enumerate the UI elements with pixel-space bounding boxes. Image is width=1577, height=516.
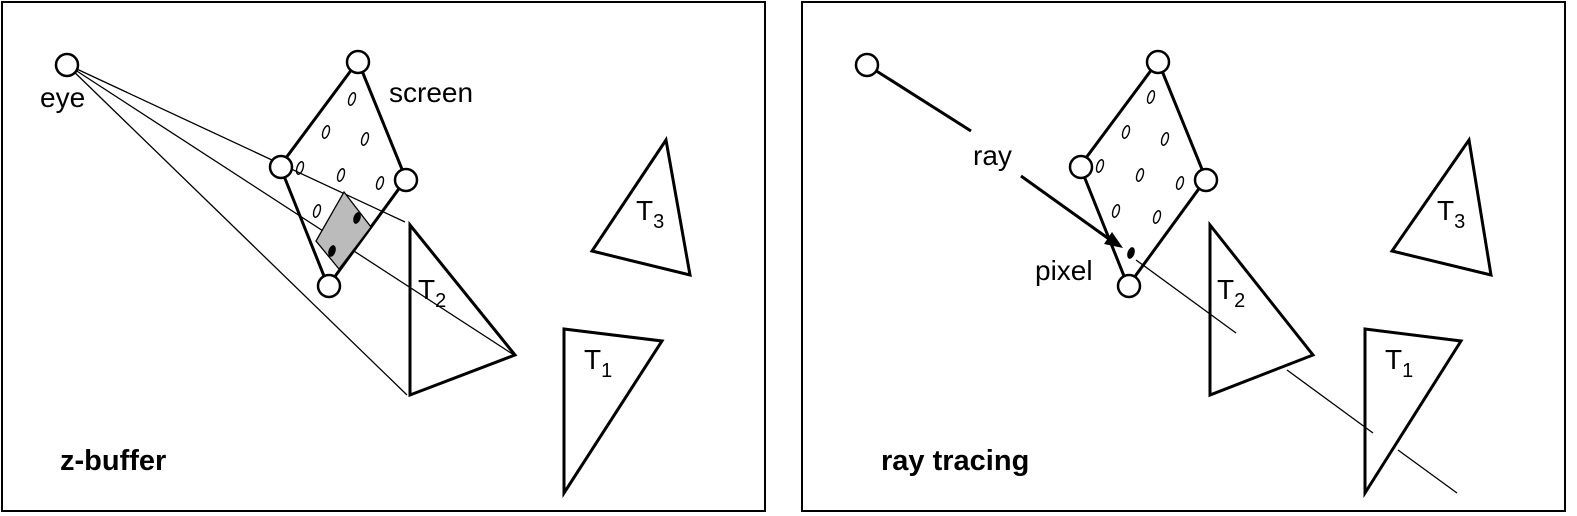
t1-label: T1 xyxy=(1385,344,1413,382)
z-buffer-panel: eye screen T3 T2 T1 z-buffer xyxy=(1,1,766,512)
triangle-t2 xyxy=(1208,220,1316,398)
pixel-empty xyxy=(360,132,370,146)
pixel-empty xyxy=(1111,204,1121,218)
screen-corner xyxy=(268,154,294,180)
projection-line xyxy=(65,63,408,396)
ray-label: ray xyxy=(973,140,1012,171)
secondary-ray xyxy=(1135,259,1237,334)
t3-label: T3 xyxy=(1437,195,1465,233)
secondary-ray xyxy=(1286,369,1374,434)
screen-corner xyxy=(345,49,371,75)
triangle-t2 xyxy=(408,220,518,398)
screen-corner xyxy=(393,167,419,193)
screen-label: screen xyxy=(389,77,473,108)
projection-line xyxy=(65,63,406,223)
ray-arrowhead xyxy=(1104,232,1123,248)
triangle-t1 xyxy=(562,327,665,499)
secondary-ray xyxy=(1397,449,1458,494)
screen-corner xyxy=(316,273,342,299)
pixel-empty xyxy=(336,168,346,182)
z-buffer-caption: z-buffer xyxy=(60,445,166,477)
target-pixel xyxy=(1127,247,1135,259)
screen-corner xyxy=(1068,154,1094,180)
screen-corner xyxy=(1193,167,1219,193)
pixel-filled xyxy=(328,245,336,257)
ray-tracing-diagram: ray pixel T3 T2 T1 ray tracing xyxy=(854,49,1493,499)
pixel-empty xyxy=(321,125,331,139)
pixel-empty xyxy=(295,161,305,175)
pixel-empty xyxy=(1146,90,1156,104)
triangle-t3 xyxy=(589,136,692,278)
pixel-empty xyxy=(1135,168,1145,182)
t1-label: T1 xyxy=(584,344,612,382)
pixel-label: pixel xyxy=(1035,255,1093,286)
eye-point xyxy=(54,52,80,78)
pixel-empty xyxy=(1160,132,1170,146)
t2-label: T2 xyxy=(1217,274,1245,312)
pixel-empty xyxy=(1152,210,1162,224)
eye-point xyxy=(854,52,880,78)
pixel-empty xyxy=(1175,176,1185,190)
pixel-empty xyxy=(1095,159,1105,173)
t3-label: T3 xyxy=(636,195,664,233)
screen-corner xyxy=(1116,273,1142,299)
projection-line xyxy=(65,63,515,356)
triangle-t3 xyxy=(1389,136,1493,277)
pixel-empty xyxy=(347,92,357,106)
pixel-empty xyxy=(375,176,385,190)
ray-line xyxy=(866,63,972,133)
screen-corner xyxy=(1145,49,1171,75)
triangle-t1 xyxy=(1363,327,1464,499)
pixel-filled xyxy=(353,212,361,224)
ray-tracing-panel: ray pixel T3 T2 T1 ray tracing xyxy=(801,1,1566,512)
ray-line xyxy=(1020,174,1110,241)
eye-label: eye xyxy=(40,82,85,113)
z-buffer-diagram: eye screen T3 T2 T1 z-buffer xyxy=(40,49,692,499)
pixel-empty xyxy=(1121,125,1131,139)
ray-tracing-caption: ray tracing xyxy=(881,445,1029,477)
pixel-empty xyxy=(312,204,322,218)
t2-label: T2 xyxy=(418,274,446,312)
